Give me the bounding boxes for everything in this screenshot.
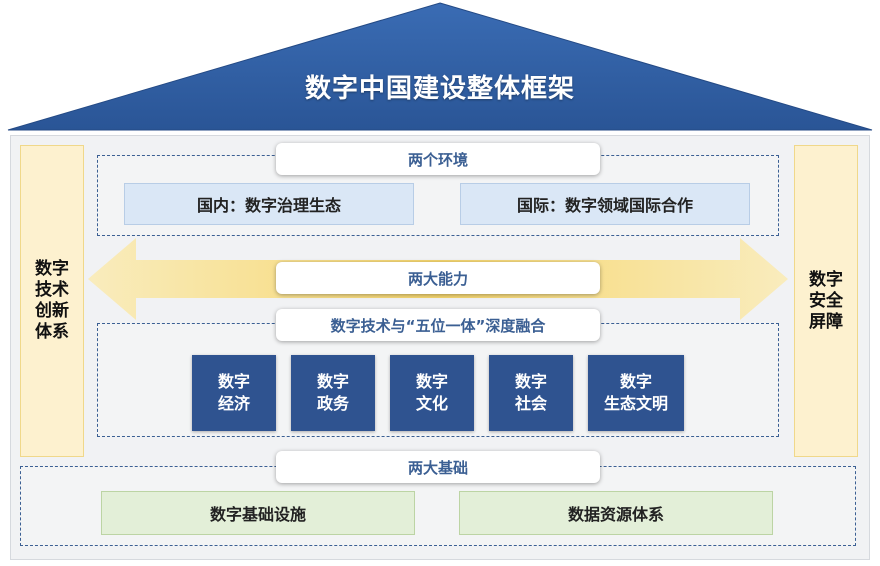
page-title: 数字中国建设整体框架: [304, 74, 575, 104]
right-pillar-line: 屏障: [809, 311, 843, 332]
digital-culture-block: 数字 文化: [390, 355, 474, 431]
roof-shape: [7, 2, 873, 131]
data-resources-box: 数据资源体系: [459, 491, 773, 535]
digital-government-block: 数字 政务: [291, 355, 375, 431]
right-pillar-line: 数字: [809, 269, 843, 290]
block-line: 数字: [415, 372, 448, 391]
left-pillar-tech-innovation: 数字 技术 创新 体系: [20, 145, 84, 457]
right-pillar-line: 安全: [809, 290, 843, 311]
international-environment-box: 国际：数字领域国际合作: [460, 183, 750, 225]
block-line: 数字: [619, 372, 652, 391]
block-line: 政务: [316, 394, 349, 413]
left-pillar-line: 技术: [35, 280, 69, 300]
left-pillar-line: 创新: [35, 301, 69, 321]
block-line: 数字: [514, 372, 547, 391]
capabilities-label: 两大能力: [276, 262, 600, 294]
block-line: 社会: [514, 394, 547, 413]
digital-economy-block: 数字 经济: [192, 355, 276, 431]
digital-ecology-block: 数字 生态文明: [588, 355, 684, 431]
domestic-environment-box: 国内：数字治理生态: [124, 183, 414, 225]
block-line: 生态文明: [603, 394, 668, 413]
environments-label: 两个环境: [276, 143, 600, 175]
fusion-label: 数字技术与“五位一体”深度融合: [276, 309, 600, 341]
left-pillar-line: 数字: [35, 259, 69, 279]
block-line: 文化: [415, 394, 448, 413]
block-line: 数字: [316, 372, 349, 391]
digital-infrastructure-box: 数字基础设施: [101, 491, 415, 535]
roof: [7, 2, 873, 131]
left-pillar-line: 体系: [35, 322, 69, 342]
block-line: 数字: [217, 372, 250, 391]
block-line: 经济: [217, 394, 250, 413]
right-pillar-security: 数字 安全 屏障: [794, 145, 858, 457]
foundations-label: 两大基础: [276, 451, 600, 483]
digital-society-block: 数字 社会: [489, 355, 573, 431]
